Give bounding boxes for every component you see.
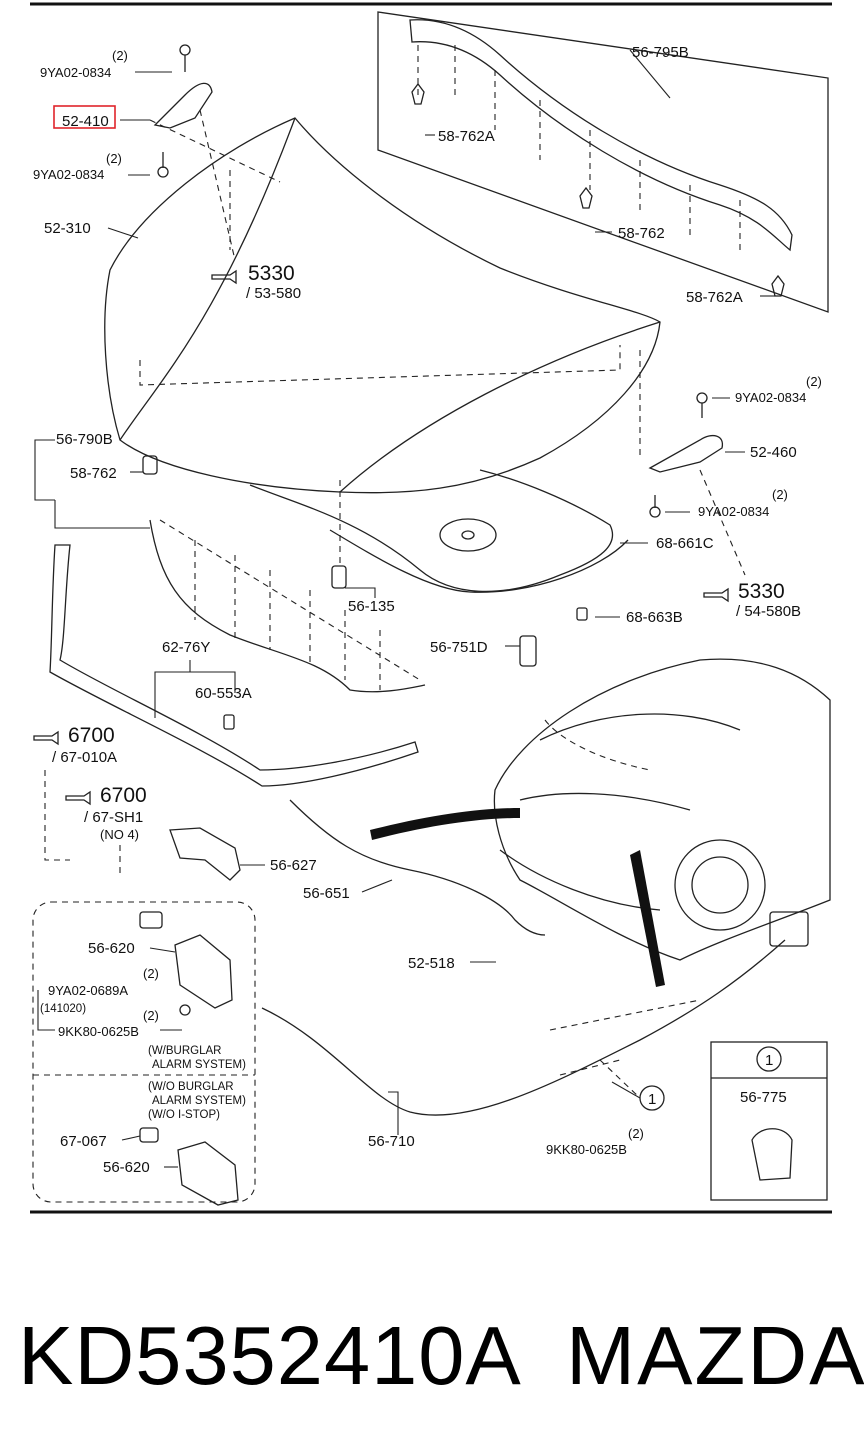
part-label-latch: 56-620 (103, 1159, 150, 1176)
part-label-bolt: 9YA02-0689A (48, 983, 128, 998)
part-label-clip: 68-663B (626, 609, 683, 626)
stopper-part (142, 455, 588, 730)
part-label-seal-rear: 56-795B (632, 44, 689, 61)
part-label-clip: 58-762 (618, 225, 665, 242)
note-label: (W/O I-STOP) (148, 1109, 220, 1121)
hand-pointer-icon (211, 269, 237, 285)
highlight-box (53, 105, 116, 129)
part-label-rod: 56-651 (303, 885, 350, 902)
qty-label: (2) (143, 1008, 159, 1023)
ref-sub: / 54-580B (736, 603, 801, 620)
hinge-right (648, 392, 724, 518)
ref-number: 5330 (738, 580, 785, 603)
part-label-bumper: 67-067 (60, 1133, 107, 1150)
hand-pointer-icon (33, 730, 59, 746)
leader-lines (34, 49, 775, 1168)
latch-cover (169, 827, 241, 881)
part-label-bolt: 9YA02-0834 (698, 504, 769, 519)
legend-box (710, 1041, 828, 1201)
grille-seal (49, 544, 419, 787)
caption-bar: KD5352410A MAZDA (0, 1268, 864, 1418)
ref-number: 6700 (68, 724, 115, 747)
ref-sub: / 67-010A (52, 749, 117, 766)
qty-label: (2) (772, 487, 788, 502)
legend-part-label: 56-775 (740, 1089, 787, 1106)
part-label-release-handle: 52-518 (408, 955, 455, 972)
note-label: ALARM SYSTEM) (152, 1059, 246, 1071)
qty-label: (2) (143, 966, 159, 981)
seal-inset-frame (377, 11, 829, 313)
part-label-grille-seal: 62-76Y (162, 639, 210, 656)
part-label-bolt: 9YA02-0834 (735, 390, 806, 405)
part-label-latch: 56-620 (88, 940, 135, 957)
hood-insulator (249, 469, 629, 593)
part-label-bolt: 9KK80-0625B (58, 1024, 139, 1039)
part-label-cushion: 56-751D (430, 639, 488, 656)
qty-label: (2) (106, 151, 122, 166)
part-label-cable: 56-710 (368, 1133, 415, 1150)
part-label-hinge-left: 52-410 (62, 113, 109, 130)
part-label-bolt: 9KK80-0625B (546, 1142, 627, 1157)
note-label: (W/O BURGLAR (148, 1081, 234, 1093)
latch-assembly-2 (139, 1127, 239, 1206)
date-code-label: (141020) (40, 1003, 86, 1015)
vehicle-illustration (370, 658, 831, 987)
legend-clip-icon (751, 1128, 793, 1181)
dashed-guides (44, 170, 746, 1099)
hinge-left (153, 44, 213, 178)
note-label: ALARM SYSTEM) (152, 1095, 246, 1107)
part-label-cover: 56-627 (270, 857, 317, 874)
ref-sub: / 67-SH1 (84, 809, 143, 826)
ref-number: 5330 (248, 262, 295, 285)
callout-number: 1 (648, 1091, 656, 1108)
qty-label: (2) (112, 48, 128, 63)
latch-assembly-1 (139, 911, 233, 1016)
part-label-bolt: 9YA02-0834 (33, 167, 104, 182)
qty-label: (2) (806, 374, 822, 389)
part-label-clip: 58-762 (70, 465, 117, 482)
part-label-seal-front: 56-790B (56, 431, 113, 448)
legend-num-circle (756, 1046, 782, 1072)
part-label-stopper: 56-135 (348, 598, 395, 615)
hand-pointer-icon (703, 587, 729, 603)
note-label: (W/BURGLAR (148, 1045, 221, 1057)
front-seal-strip (149, 519, 426, 693)
release-cable (261, 911, 809, 1116)
part-label-clip: 60-553A (195, 685, 252, 702)
hood-panel (104, 109, 661, 494)
release-rod (289, 799, 546, 936)
brand-caption: MAZDA (566, 1309, 864, 1402)
part-number-caption: KD5352410A (18, 1309, 522, 1402)
part-label-clip: 58-762A (686, 289, 743, 306)
latch-variant-frame (32, 901, 256, 1203)
part-label-hinge-right: 52-460 (750, 444, 797, 461)
parts-diagram: (2) 9YA02-0834 52-410 (2) 9YA02-0834 52-… (30, 2, 832, 1214)
qty-label: (2) (628, 1126, 644, 1141)
part-label-clip: 58-762A (438, 128, 495, 145)
ref-sub: / 53-580 (246, 285, 301, 302)
hand-pointer-icon (65, 790, 91, 806)
part-label-insulator: 68-661C (656, 535, 714, 552)
rear-seal-strip (409, 19, 793, 297)
part-label-bolt: 9YA02-0834 (40, 65, 111, 80)
ref-number: 6700 (100, 784, 147, 807)
note-label: (NO 4) (100, 827, 139, 842)
release-arrow-right (630, 850, 665, 987)
release-arrow-left (370, 808, 520, 840)
part-label-hood: 52-310 (44, 220, 91, 237)
legend-number: 1 (765, 1052, 773, 1069)
